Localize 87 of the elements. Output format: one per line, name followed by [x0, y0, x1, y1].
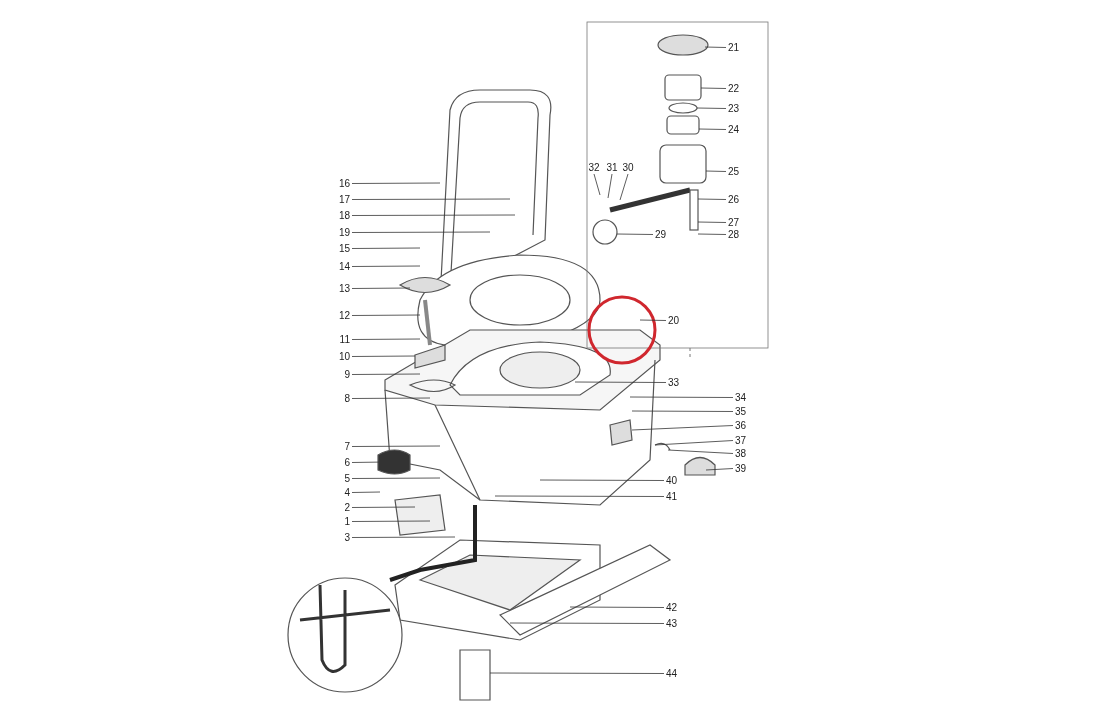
leader-line	[654, 440, 734, 446]
callout-number: 44	[666, 668, 678, 679]
leader-line	[593, 173, 601, 196]
callout-number: 16	[338, 178, 350, 189]
callout-number: 2	[344, 502, 350, 513]
leader-line	[697, 198, 727, 200]
leader-line	[700, 87, 727, 89]
callout-number: 41	[666, 491, 678, 502]
leader-line	[351, 231, 491, 233]
callout-number: 14	[338, 261, 350, 272]
callout-number: 13	[338, 283, 350, 294]
callout-number: 7	[344, 441, 350, 452]
leader-line	[351, 214, 516, 216]
callout-number: 31	[606, 162, 618, 173]
callout-number: 22	[728, 83, 740, 94]
leader-line	[351, 247, 421, 249]
leader-line	[351, 338, 421, 340]
leader-line	[539, 479, 665, 481]
leader-line	[351, 314, 421, 316]
callout-number: 12	[338, 310, 350, 321]
leader-line	[351, 265, 421, 267]
callout-number: 17	[338, 194, 350, 205]
leader-line	[697, 221, 727, 223]
leader-line	[696, 107, 727, 109]
leader-line	[351, 477, 441, 479]
callout-number: 40	[666, 475, 678, 486]
callout-number: 21	[728, 42, 740, 53]
leader-line	[619, 173, 629, 201]
callout-number: 18	[338, 210, 350, 221]
leader-line	[574, 381, 667, 383]
leader-line	[494, 495, 665, 497]
leader-line	[509, 622, 665, 624]
callout-number: 3	[344, 532, 350, 543]
callout-number: 37	[735, 435, 747, 446]
callout-number: 4	[344, 487, 350, 498]
callout-number: 39	[735, 463, 747, 474]
leader-line	[351, 373, 421, 375]
callout-number: 9	[344, 369, 350, 380]
leader-line	[351, 397, 431, 399]
callout-number: 42	[666, 602, 678, 613]
leader-line	[569, 606, 665, 608]
leader-line	[351, 182, 441, 184]
callout-number: 33	[668, 377, 680, 388]
leader-line	[351, 491, 381, 493]
callout-number: 6	[344, 457, 350, 468]
leader-line	[351, 506, 416, 508]
callout-number: 24	[728, 124, 740, 135]
leader-line	[351, 355, 416, 357]
leader-line	[616, 233, 654, 235]
callout-number: 29	[655, 229, 667, 240]
leader-line	[351, 536, 456, 538]
callout-number: 26	[728, 194, 740, 205]
callout-number: 27	[728, 217, 740, 228]
leader-line	[705, 468, 734, 471]
callout-number: 30	[622, 162, 634, 173]
leader-line	[351, 520, 431, 522]
leader-line	[704, 46, 727, 48]
leader-line	[667, 449, 734, 454]
callout-number: 36	[735, 420, 747, 431]
callout-number: 11	[339, 334, 350, 345]
callout-number: 35	[735, 406, 747, 417]
leader-line	[639, 319, 667, 321]
leader-line	[351, 198, 511, 200]
leader-line	[631, 410, 734, 412]
callout-number: 25	[728, 166, 740, 177]
leader-line	[607, 173, 613, 199]
callout-number: 5	[344, 473, 350, 484]
callout-number: 23	[728, 103, 740, 114]
leader-line	[629, 396, 734, 398]
leader-line	[489, 672, 665, 674]
callout-number: 34	[735, 392, 747, 403]
leader-line	[705, 170, 727, 172]
leader-line	[631, 425, 734, 431]
callout-number: 43	[666, 618, 678, 629]
callout-number: 19	[338, 227, 350, 238]
callout-number: 10	[338, 351, 350, 362]
callout-number: 28	[728, 229, 740, 240]
leader-line	[351, 445, 441, 447]
callout-number: 32	[588, 162, 600, 173]
leader-line	[698, 128, 727, 130]
callout-number: 38	[735, 448, 747, 459]
callout-number: 20	[668, 315, 680, 326]
callout-number: 1	[344, 516, 350, 527]
leader-line	[697, 233, 727, 235]
callout-number: 8	[344, 393, 350, 404]
callout-number: 15	[338, 243, 350, 254]
leader-line	[351, 287, 411, 289]
